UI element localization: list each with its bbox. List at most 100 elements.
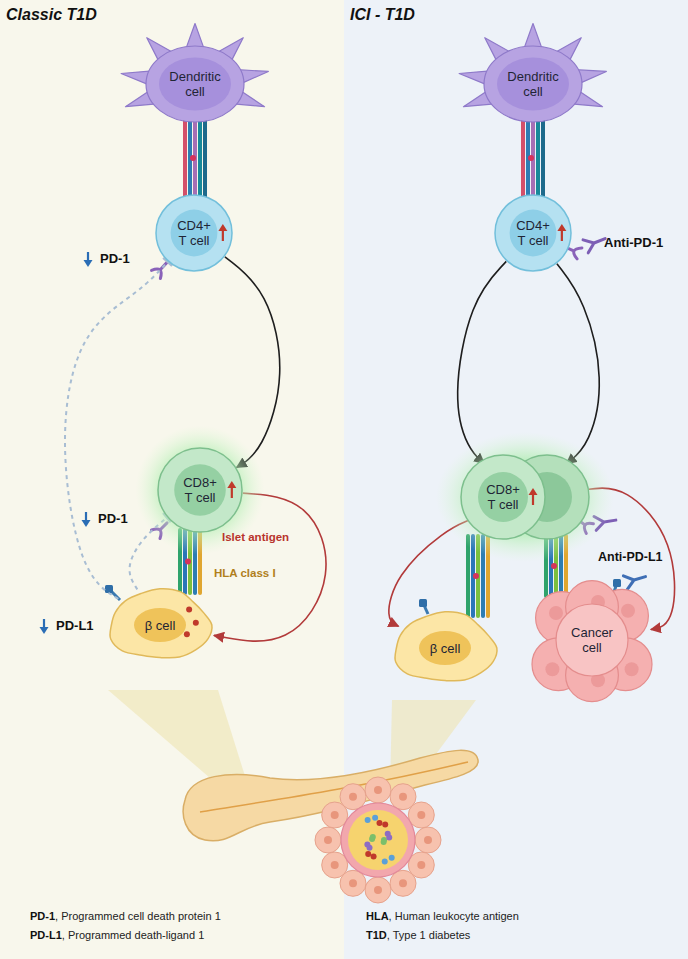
cell-nucleus (419, 631, 471, 665)
islet-cell (381, 839, 387, 845)
cell-label: CD4+ T cell (174, 218, 214, 248)
receptor-chain (198, 116, 202, 200)
peptide (185, 559, 191, 565)
beta-cell: β cell (389, 609, 501, 687)
cell-label: Dendritic cell (500, 69, 566, 99)
increase-arrow-head (218, 224, 227, 231)
antibody-shape (623, 570, 647, 589)
antigen-name: Islet antigen (222, 531, 289, 544)
cell-text-box: CD4+ T cell (513, 218, 553, 248)
cell-nucleus (497, 57, 569, 110)
cell-label: β cell (430, 641, 461, 656)
cell-nucleus (174, 464, 226, 516)
panel-heading: Classic T1D (6, 6, 97, 24)
cell-label: CD4+ T cell (513, 218, 553, 248)
abbreviation: HLA (366, 910, 389, 923)
abbreviation: PD-1 (30, 910, 55, 923)
abbreviation-definition: , Type 1 diabetes (387, 929, 471, 942)
tumour-cell (556, 604, 628, 676)
cell-shape (460, 454, 590, 540)
arrow-head (82, 520, 91, 527)
acinus-core (349, 793, 357, 801)
abbreviation: PD-L1 (30, 929, 62, 942)
cell-text-box: CD4+ T cell (174, 218, 214, 248)
dendritic-cell: Dendritic cell (483, 45, 583, 123)
acinus-core (331, 861, 339, 869)
cd8-t-cell: CD8+ T cell (157, 447, 243, 533)
antibody-name: Anti-PD-L1 (596, 550, 665, 564)
cell-label: CD8+ T cell (483, 482, 523, 512)
peptide (551, 563, 557, 569)
decrease-arrow (82, 512, 91, 527)
cell-label: Dendritic cell (162, 69, 228, 99)
acinus-core (349, 879, 357, 887)
acinus-core (374, 786, 382, 794)
cd4-t-cell: CD4+ T cell (494, 194, 572, 272)
ligand-head (613, 579, 621, 587)
molecule-name: HLA class I (214, 567, 276, 580)
tumour-nucleus (545, 662, 559, 676)
islet-cell (382, 822, 388, 828)
acinus-core (417, 861, 425, 869)
acinus-core (374, 886, 382, 894)
dendrite (186, 24, 204, 49)
antibody-name: Anti-PD-1 (604, 236, 663, 251)
cell-body (110, 589, 212, 658)
islet-cell (372, 815, 378, 821)
abbreviation-definition: , Programmed death-ligand 1 (62, 929, 204, 942)
cell-nucleus (159, 57, 231, 110)
activation-glow (436, 432, 614, 562)
islet-cell (382, 858, 388, 864)
peptide (190, 155, 196, 161)
abbreviation: T1D (366, 929, 387, 942)
increase-arrow-head (557, 224, 566, 231)
acinus (365, 877, 391, 903)
cell-nucleus (510, 210, 557, 257)
islet-cell (376, 820, 382, 826)
acinus (365, 777, 391, 803)
cell-body (395, 612, 497, 681)
cell-body (461, 455, 545, 539)
insulin-granule (186, 606, 192, 612)
increase-arrow-head (227, 481, 236, 488)
cd8-t-cell-cluster: CD8+ T cell (460, 454, 590, 540)
acinus (315, 827, 341, 853)
acinus (415, 827, 441, 853)
increase-arrow-head (529, 488, 538, 495)
acinus-core (399, 793, 407, 801)
acinus-core (331, 811, 339, 819)
cell-text-box: CD8+ T cell (180, 475, 220, 505)
cell-text-box: Dendritic cell (162, 69, 228, 99)
islet-cell (365, 817, 371, 823)
ligand-head (105, 585, 113, 593)
panel-heading: ICI - T1D (350, 6, 415, 24)
acinus-core (324, 836, 332, 844)
ligand-name: PD-L1 (56, 619, 94, 634)
decrease-arrow (40, 619, 49, 634)
cell-body (158, 448, 242, 532)
islet-cell (386, 835, 392, 841)
acinus-core (417, 811, 425, 819)
cell-nucleus (134, 608, 186, 642)
insulin-granule (193, 620, 199, 626)
ligand-head (419, 599, 427, 607)
cell-label: β cell (145, 618, 176, 633)
dendritic-cell: Dendritic cell (145, 45, 245, 123)
islet-cell (371, 853, 377, 859)
peptide (473, 573, 479, 579)
cell-text-box: β cell (145, 618, 176, 633)
receptor-name: PD-1 (100, 252, 130, 267)
antibody (623, 570, 647, 589)
islet-cell (365, 851, 371, 857)
cell-text-box: β cell (430, 641, 461, 656)
cell-nucleus (478, 472, 528, 522)
receptor-chain (536, 116, 540, 200)
acinus-core (424, 836, 432, 844)
islet-rim (341, 803, 415, 877)
islet-cell (364, 841, 370, 847)
abbreviation-definition: , Human leukocyte antigen (389, 910, 519, 923)
receptor-chain (203, 116, 207, 200)
acinus (322, 852, 348, 878)
acinus (340, 784, 366, 810)
